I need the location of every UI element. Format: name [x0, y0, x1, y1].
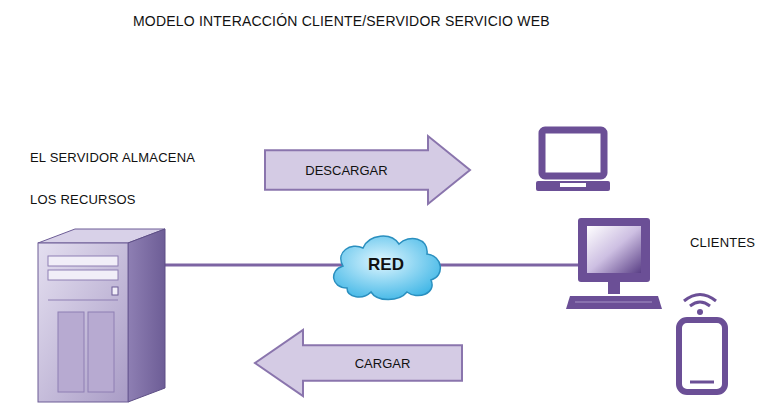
node-label: CARGAR — [355, 356, 411, 371]
node-label: RED — [368, 255, 404, 275]
laptop-icon — [536, 130, 610, 191]
network-cloud-outline — [334, 236, 441, 299]
server-caption: LOS RECURSOS — [30, 192, 136, 207]
node-text-area: DESCARGAR — [265, 150, 428, 190]
upload-arrow: CARGAR — [255, 330, 462, 396]
server-caption: EL SERVIDOR ALMACENA — [30, 150, 195, 165]
node-text-area: CARGAR — [303, 345, 462, 381]
smartphone-icon — [679, 295, 725, 393]
download-arrow: DESCARGAR — [265, 136, 470, 204]
upload-arrow-outline — [255, 330, 462, 396]
download-arrow-outline — [265, 136, 470, 204]
node-label: DESCARGAR — [305, 163, 387, 178]
diagram-title: MODELO INTERACCIÓN CLIENTE/SERVIDOR SERV… — [133, 13, 550, 29]
node-text-area: RED — [335, 238, 437, 292]
clients-label: CLIENTES — [690, 235, 755, 250]
server-tower — [38, 229, 165, 402]
network-cloud: RED — [325, 228, 447, 302]
desktop-computer — [566, 218, 662, 309]
